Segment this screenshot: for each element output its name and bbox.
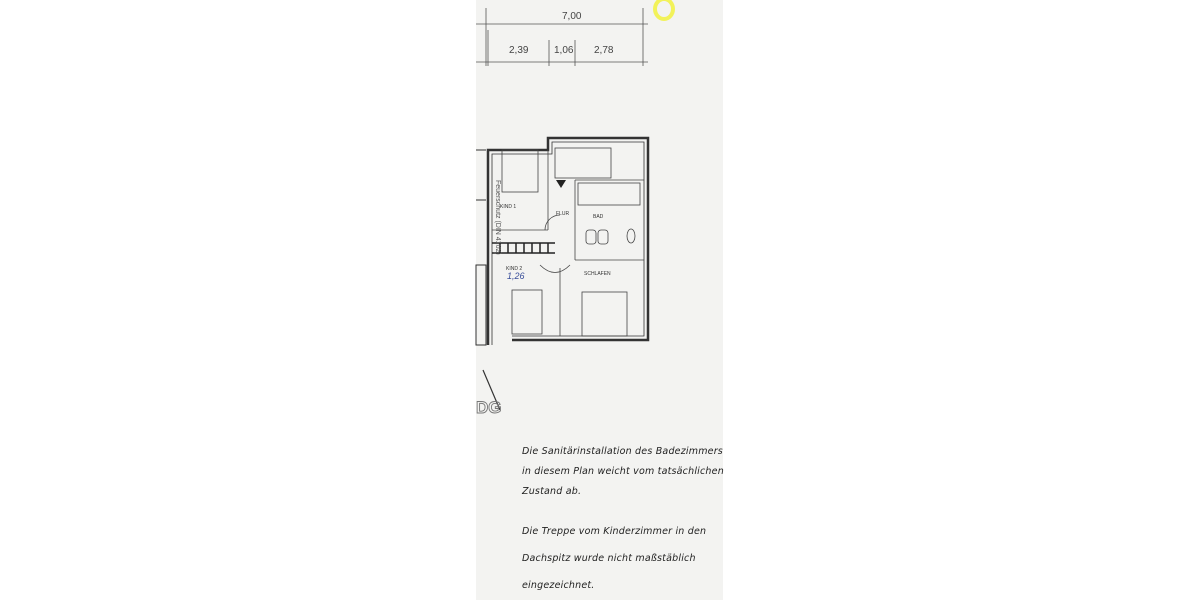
room-label-schlafen: SCHLAFEN [584, 271, 611, 277]
stairs [492, 242, 555, 254]
note-line: Die Sanitärinstallation des Badezimmers [522, 446, 723, 457]
dimension-total: 7,00 [562, 11, 582, 22]
handwritten-mark: 1,26 [507, 271, 525, 281]
note-line: Zustand ab. [522, 486, 582, 497]
note-line: in diesem Plan weicht vom tatsächlichen [522, 466, 724, 477]
dimension-segment: 2,78 [594, 45, 614, 56]
note-line: Die Treppe vom Kinderzimmer in den [522, 526, 707, 537]
note-sanitary: Die Sanitärinstallation des Badezimmers … [522, 442, 724, 502]
highlighter-mark [653, 0, 675, 21]
note-line: Dachspitz wurde nicht maßstäblich [522, 553, 696, 564]
room-label-kind1: KIND 1 [500, 204, 516, 210]
stair-arrow-icon [556, 180, 566, 188]
room-label-bad: BAD [593, 214, 604, 220]
walls [475, 136, 650, 411]
floor-label: DG [476, 398, 502, 417]
room-label-kind2: KIND 2 [506, 266, 522, 272]
room-label-flur: FLUR [556, 211, 569, 217]
scanned-page [476, 0, 723, 600]
note-line: eingezeichnet. [522, 580, 595, 591]
interior-walls [492, 147, 644, 337]
note-stairs: Die Treppe vom Kinderzimmer in den Dachs… [522, 518, 706, 599]
dimension-lines [476, 8, 648, 66]
wall-label: Feuerschutz (DIN 4102) [494, 180, 501, 255]
dimension-segment: 2,39 [509, 45, 529, 56]
dimension-segment: 1,06 [554, 45, 574, 56]
